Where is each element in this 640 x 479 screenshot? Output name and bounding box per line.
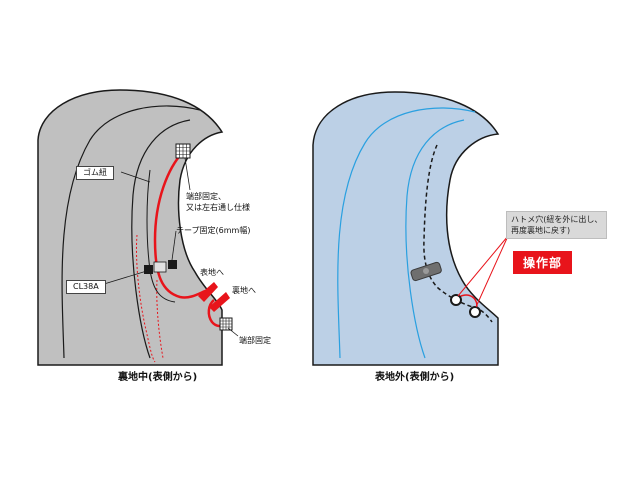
label-gomu: ゴム紐 <box>76 166 114 180</box>
right-dashed-cord <box>423 144 493 323</box>
left-hood <box>37 89 239 366</box>
grommet-2 <box>469 306 481 318</box>
arrow-to-ura <box>209 292 230 312</box>
grommet-1 <box>450 294 462 306</box>
hatome-note-line2: 再度裏地に戻す) <box>511 226 571 235</box>
right-hood-seam-outer <box>337 107 476 359</box>
label-ura: 裏地へ <box>232 286 256 295</box>
label-tanbu-line1: 端部固定、 <box>186 192 226 201</box>
action-label: 操作部 <box>513 251 573 274</box>
cl38a-stopper <box>153 261 167 273</box>
left-caption: 裏地中(表側から) <box>118 372 198 383</box>
label-cl38a: CL38A <box>66 280 106 294</box>
label-tanbu2: 端部固定 <box>239 336 271 345</box>
tape-left <box>144 265 153 274</box>
hatome-note: ハトメ穴(紐を外に出し、 再度裏地に戻す) <box>506 211 608 239</box>
leader-tanbu1 <box>184 157 191 191</box>
left-hood-seam-outer <box>61 105 201 359</box>
label-tanbu-line2: 又は左右通し仕様 <box>186 203 250 212</box>
label-tape: テープ固定(6mm幅) <box>176 226 251 235</box>
leader-hatome-2 <box>475 235 509 308</box>
tape-right <box>168 260 177 269</box>
left-hood-seam-inner <box>131 119 191 359</box>
arrow-to-omote <box>198 282 218 302</box>
leader-cl38a <box>103 269 151 285</box>
right-caption: 表地外(表側から) <box>375 372 455 383</box>
label-omote: 表地へ <box>200 268 224 277</box>
left-cord <box>153 151 206 299</box>
leader-tanbu2 <box>227 327 239 337</box>
cord-end-bottom-grid <box>220 318 232 330</box>
right-hood <box>312 91 509 366</box>
cord-end-top-grid <box>176 144 190 158</box>
right-hood-seam-inner <box>405 119 465 359</box>
leader-hatome-1 <box>457 235 509 297</box>
hatome-note-line1: ハトメ穴(紐を外に出し、 <box>511 215 603 224</box>
leader-tape <box>171 230 177 261</box>
left-dashed-stitch-b <box>156 279 164 359</box>
leader-gomu <box>120 171 151 183</box>
cord-lock <box>410 261 442 282</box>
